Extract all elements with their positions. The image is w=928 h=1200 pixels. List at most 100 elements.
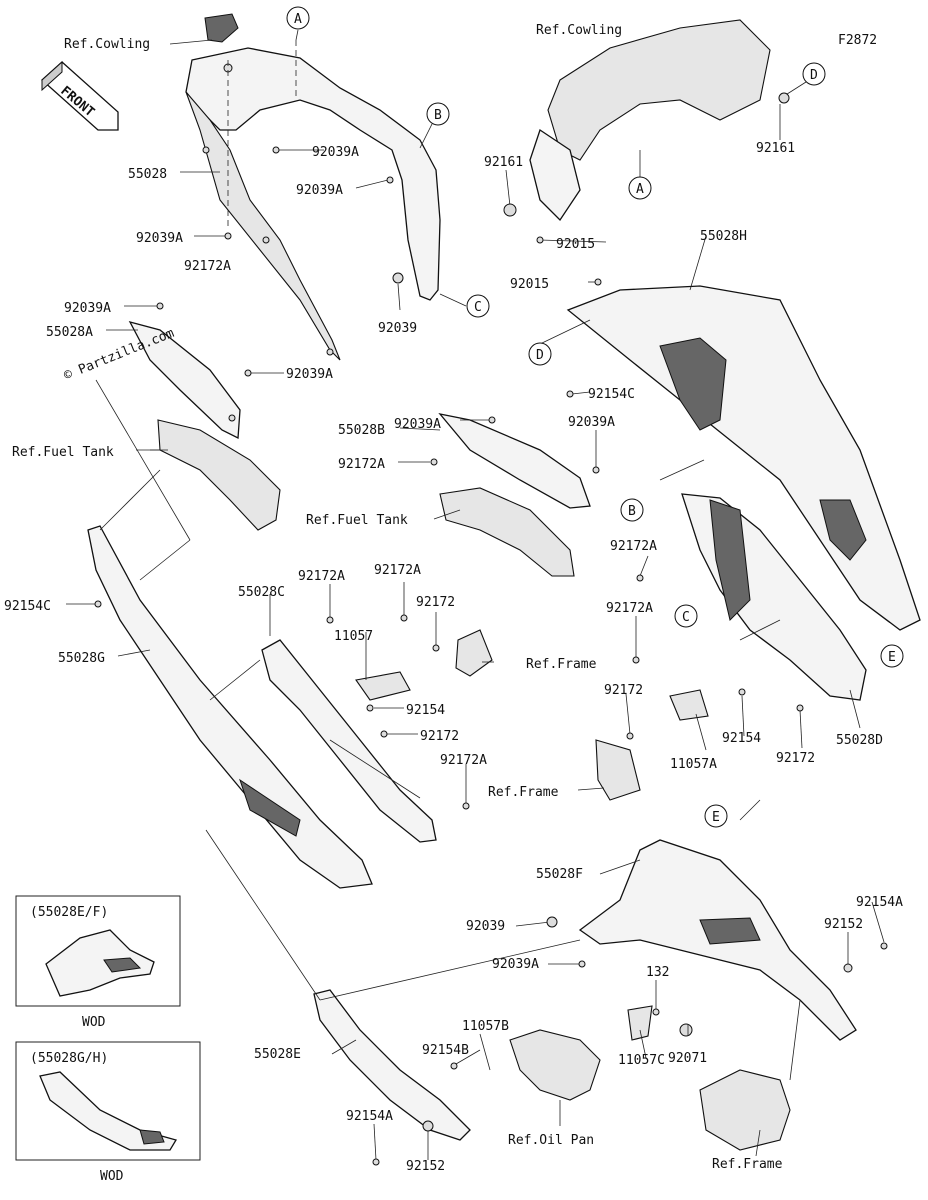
svg-text:B: B	[628, 504, 636, 519]
part-label-92015-1: 92015	[556, 237, 595, 252]
part-55028B-shape	[438, 413, 591, 509]
part-label-132: 132	[646, 965, 669, 980]
part-label-92172A-2: 92172A	[338, 457, 385, 472]
part-label-92039A-2: 92039A	[296, 183, 343, 198]
svg-text:D: D	[810, 68, 818, 83]
assembly-lines	[95, 379, 801, 1081]
part-label-92172A-6: 92172A	[610, 539, 657, 554]
part-label-92161-2: 92161	[756, 141, 795, 156]
part-label-92172-4: 92172	[776, 751, 815, 766]
part-55028H-shape	[566, 285, 921, 631]
front-arrow-icon: FRONT	[41, 60, 119, 131]
part-label-92154-2: 92154	[722, 731, 761, 746]
svg-text:C: C	[682, 610, 690, 625]
part-55028C-shape	[261, 639, 437, 843]
svg-text:A: A	[294, 12, 302, 27]
svg-text:B: B	[434, 108, 442, 123]
callout-e-2: E	[704, 804, 728, 828]
oil-pan-ref-shape	[509, 1029, 601, 1101]
part-label-55028F: 55028F	[536, 867, 583, 882]
part-label-92152-1: 92152	[824, 917, 863, 932]
part-label-92172-1: 92172	[416, 595, 455, 610]
ref-cowling-label-1: Ref.Cowling	[64, 37, 150, 52]
ref-frame-label-1: Ref.Frame	[526, 657, 597, 672]
part-label-92172A-3: 92172A	[298, 569, 345, 584]
part-label-92172A-7: 92172A	[606, 601, 653, 616]
part-label-92039A-7: 92039A	[568, 415, 615, 430]
svg-text:E: E	[712, 810, 720, 825]
part-label-55028D: 55028D	[836, 733, 883, 748]
part-label-92039A-5: 92039A	[286, 367, 333, 382]
part-label-11057A: 11057A	[670, 757, 717, 772]
svg-text:D: D	[536, 348, 544, 363]
part-55028-shape	[185, 13, 441, 361]
part-label-92154-1: 92154	[406, 703, 445, 718]
part-label-92039A-3: 92039A	[136, 231, 183, 246]
callout-a-2: A	[628, 176, 652, 200]
part-label-92039A-4: 92039A	[64, 301, 111, 316]
fuel-tank-ref-shape-left	[157, 419, 281, 531]
callout-c-1: C	[466, 294, 490, 318]
part-11057-shape	[355, 629, 493, 701]
callout-d-1: D	[802, 62, 826, 86]
part-label-92154A-1: 92154A	[856, 895, 903, 910]
part-label-11057B: 11057B	[462, 1019, 509, 1034]
part-label-11057C: 11057C	[618, 1053, 665, 1068]
part-label-92039A-1: 92039A	[312, 145, 359, 160]
part-11057A-shape	[595, 689, 709, 801]
inset-box-55028EF: (55028E/F) WOD	[15, 895, 181, 1030]
part-label-92172A-5: 92172A	[440, 753, 487, 768]
callout-a-1: A	[286, 6, 310, 30]
svg-text:E: E	[888, 650, 896, 665]
part-label-92172-2: 92172	[420, 729, 459, 744]
ref-fuel-tank-label-2: Ref.Fuel Tank	[306, 513, 408, 528]
part-label-92154A-2: 92154A	[346, 1109, 393, 1124]
callout-d-2: D	[528, 342, 552, 366]
callout-b-1: B	[426, 102, 450, 126]
inset-box-55028GH: (55028G/H) WOD	[15, 1041, 201, 1184]
ref-oil-pan-label: Ref.Oil Pan	[508, 1133, 594, 1148]
part-label-92015-2: 92015	[510, 277, 549, 292]
part-label-92172A-4: 92172A	[374, 563, 421, 578]
part-label-55028C: 55028C	[238, 585, 285, 600]
inset-caption-2: WOD	[100, 1169, 124, 1184]
part-label-55028: 55028	[128, 167, 167, 182]
part-label-55028G: 55028G	[58, 651, 105, 666]
part-label-92071: 92071	[668, 1051, 707, 1066]
part-55028F-shape	[578, 839, 857, 1041]
part-label-55028H: 55028H	[700, 229, 747, 244]
part-label-92172A-1: 92172A	[184, 259, 231, 274]
part-55028D-shape	[681, 493, 867, 701]
part-label-92154C-1: 92154C	[588, 387, 635, 402]
part-label-92154B: 92154B	[422, 1043, 469, 1058]
part-label-92172-3: 92172	[604, 683, 643, 698]
inset-title-1: (55028E/F)	[30, 905, 108, 920]
ref-frame-label-2: Ref.Frame	[488, 785, 559, 800]
part-label-92154C-2: 92154C	[4, 599, 51, 614]
callout-e-1: E	[880, 644, 904, 668]
cowling-ref-shape-right	[529, 19, 771, 222]
part-label-92039A-8: 92039A	[492, 957, 539, 972]
svg-text:C: C	[474, 300, 482, 315]
part-label-55028B: 55028B	[338, 423, 385, 438]
callout-b-2: B	[620, 498, 644, 522]
inset-caption-1: WOD	[82, 1015, 106, 1030]
part-55028A-shape	[128, 320, 241, 440]
fastener-bolts	[94, 92, 888, 1166]
inset-title-2: (55028G/H)	[30, 1051, 108, 1066]
part-label-92039-2: 92039	[466, 919, 505, 934]
part-label-11057: 11057	[334, 629, 373, 644]
part-label-92039A-6: 92039A	[394, 417, 441, 432]
ref-cowling-label-2: Ref.Cowling	[536, 23, 622, 38]
ref-fuel-tank-label-1: Ref.Fuel Tank	[12, 445, 114, 460]
part-label-92161-1: 92161	[484, 155, 523, 170]
svg-text:A: A	[636, 182, 644, 197]
ref-frame-label-3: Ref.Frame	[712, 1157, 783, 1172]
part-label-55028A: 55028A	[46, 325, 93, 340]
part-55028E-shape	[313, 989, 471, 1141]
figure-code: F2872	[838, 33, 877, 48]
callout-c-2: C	[674, 604, 698, 628]
part-55028G-shape	[87, 525, 373, 889]
leader-lines	[66, 29, 885, 1161]
